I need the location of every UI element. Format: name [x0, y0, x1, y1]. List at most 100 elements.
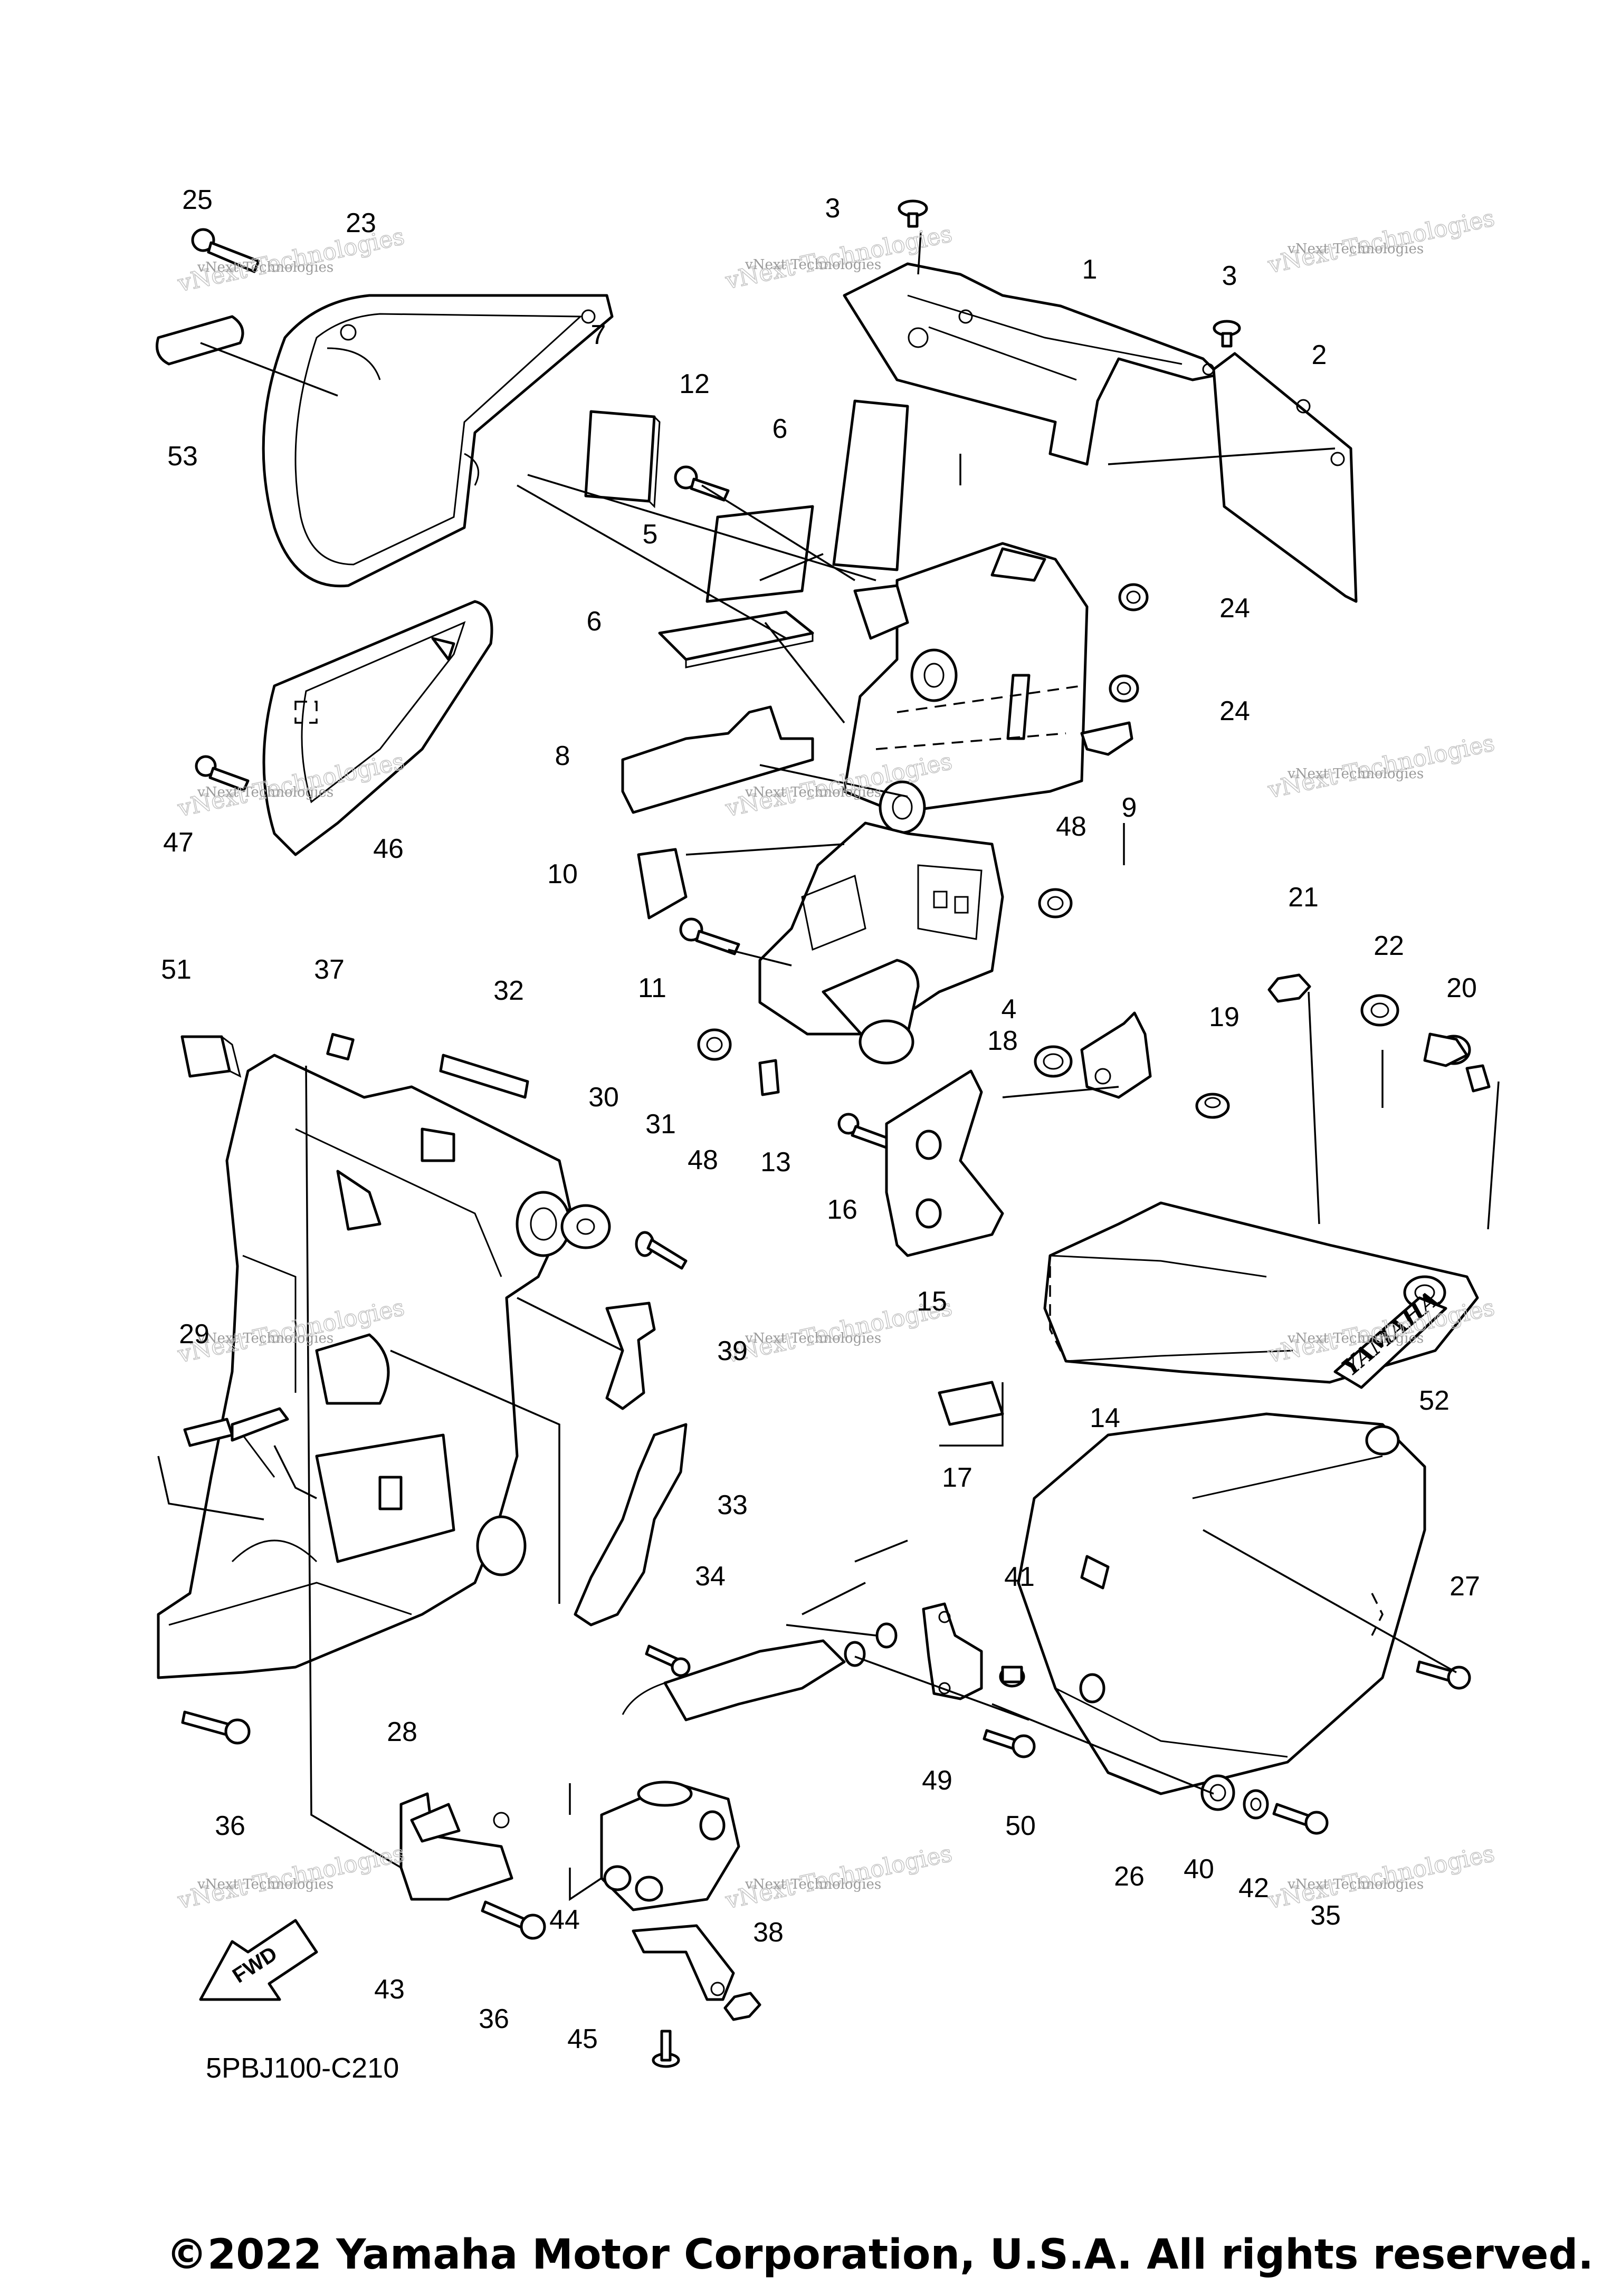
callout-31: 31: [645, 1109, 676, 1140]
part-48-grommet-a: [1038, 888, 1073, 919]
part-39-spring-clip: [605, 1302, 656, 1410]
part-3-grommet-b: [1213, 320, 1241, 348]
central-bracket: [843, 542, 1089, 834]
part-35-bolt: [1272, 1803, 1329, 1835]
watermark-text: vNext Technologies: [1287, 1877, 1424, 1892]
callout-26: 26: [1114, 1861, 1145, 1892]
callout-49: 49: [922, 1765, 952, 1796]
callout-45: 45: [567, 2024, 598, 2054]
part-53-strip: [156, 315, 244, 366]
callout-layer: 1233456678910111213141516171819202122232…: [161, 185, 1480, 2054]
part-22-ring: [1360, 994, 1399, 1027]
part-43-bracket: [399, 1792, 513, 1901]
callout-35: 35: [1310, 1900, 1341, 1931]
callout-50: 50: [1005, 1811, 1036, 1841]
part-38-nut: [723, 1992, 761, 2021]
fwd-direction-badge: FWD: [199, 1919, 318, 2001]
part-26-lower-cover: [1017, 1412, 1426, 1795]
part-30-flange: [560, 1204, 611, 1249]
callout-5: 5: [643, 519, 658, 550]
callout-6: 6: [587, 606, 602, 637]
assembly-lines: [157, 232, 1500, 1901]
part-34-screw: [645, 1644, 691, 1677]
callout-36: 36: [479, 2004, 509, 2034]
callout-11: 11: [638, 973, 666, 1003]
callout-34: 34: [695, 1561, 726, 1592]
part-19-grommet: [1195, 1093, 1230, 1119]
part-1-top-bracket: [843, 262, 1220, 466]
callout-12: 12: [679, 369, 710, 399]
callout-36: 36: [215, 1811, 245, 1841]
part-12-bolt: [674, 465, 730, 502]
callout-9: 9: [1122, 792, 1137, 823]
part-36-bolt-b: [481, 1900, 546, 1940]
callout-37: 37: [314, 954, 345, 985]
callout-52: 52: [1419, 1385, 1450, 1416]
callout-1: 1: [1082, 254, 1098, 285]
watermark-text: vNext Technologies: [197, 1331, 333, 1346]
watermark-text: vNext Technologies: [745, 257, 881, 273]
part-8-strip: [621, 705, 814, 814]
callout-39: 39: [717, 1336, 748, 1366]
part-11-bolt: [679, 917, 740, 955]
part-5-pad: [705, 505, 814, 603]
callout-18: 18: [987, 1026, 1018, 1056]
part-25-bolt: [191, 228, 260, 273]
callout-46: 46: [373, 834, 404, 864]
part-33-bracket: [574, 1423, 688, 1627]
watermark-text: vNext Technologies: [197, 1877, 333, 1892]
part-44-bracket: [632, 1924, 735, 2001]
callout-53: 53: [167, 441, 198, 472]
part-24-grommet-b: [1109, 674, 1139, 703]
part-20-key-switch: [1423, 1032, 1491, 1093]
part-47-bolt: [195, 755, 250, 792]
part-15-bracket: [885, 1069, 1004, 1257]
watermark-text: vNext Technologies: [1287, 766, 1424, 782]
callout-41: 41: [1004, 1562, 1035, 1592]
part-27-bolt: [1416, 1660, 1471, 1690]
watermark-text: vNext Technologies: [1287, 241, 1424, 257]
part-37-nut: [326, 1032, 355, 1061]
callout-42: 42: [1238, 1873, 1269, 1903]
part-46-lower-cover: [262, 600, 493, 856]
pipe: [622, 1622, 898, 1721]
callout-40: 40: [1184, 1854, 1214, 1884]
part-2-plate: [1212, 352, 1358, 603]
part-9-tab: [1080, 721, 1133, 756]
callout-7: 7: [591, 320, 606, 350]
part-50-bolt: [983, 1729, 1036, 1758]
part-28-housing: [157, 1054, 571, 1679]
callout-23: 23: [346, 208, 376, 238]
diagram-code: 5PBJ100-C210: [206, 2052, 399, 2084]
callout-6: 6: [773, 414, 788, 444]
part-40-grommet: [1200, 1774, 1235, 1811]
callout-16: 16: [827, 1194, 857, 1225]
callout-14: 14: [1090, 1403, 1120, 1433]
part-14-side-cover: [1043, 1201, 1479, 1384]
part-31-pin: [635, 1231, 688, 1270]
callout-30: 30: [588, 1082, 619, 1113]
callout-27: 27: [1450, 1571, 1480, 1602]
callout-2: 2: [1312, 340, 1327, 370]
callout-28: 28: [387, 1717, 417, 1747]
callout-19: 19: [1209, 1002, 1239, 1032]
part-36-bolt-a: [181, 1710, 251, 1745]
callout-17: 17: [942, 1462, 972, 1493]
part-48-grommet-b: [697, 1028, 732, 1061]
callout-8: 8: [555, 741, 570, 771]
part-6-pad-a: [832, 399, 909, 571]
part-18-grommet: [1034, 1045, 1073, 1078]
callout-20: 20: [1446, 973, 1477, 1003]
part-32-bar: [439, 1054, 529, 1099]
callout-32: 32: [493, 975, 524, 1006]
callout-44: 44: [549, 1905, 580, 1935]
callout-15: 15: [917, 1286, 947, 1317]
part-10-pad: [637, 848, 688, 920]
part-16-bolt: [837, 1113, 893, 1150]
part-7-pad: [584, 410, 661, 509]
watermark-text: vNext Technologies: [745, 785, 881, 800]
part-29-sensor: [183, 1407, 289, 1478]
callout-22: 22: [1374, 931, 1404, 961]
part-23-upper-cover: [262, 294, 614, 588]
